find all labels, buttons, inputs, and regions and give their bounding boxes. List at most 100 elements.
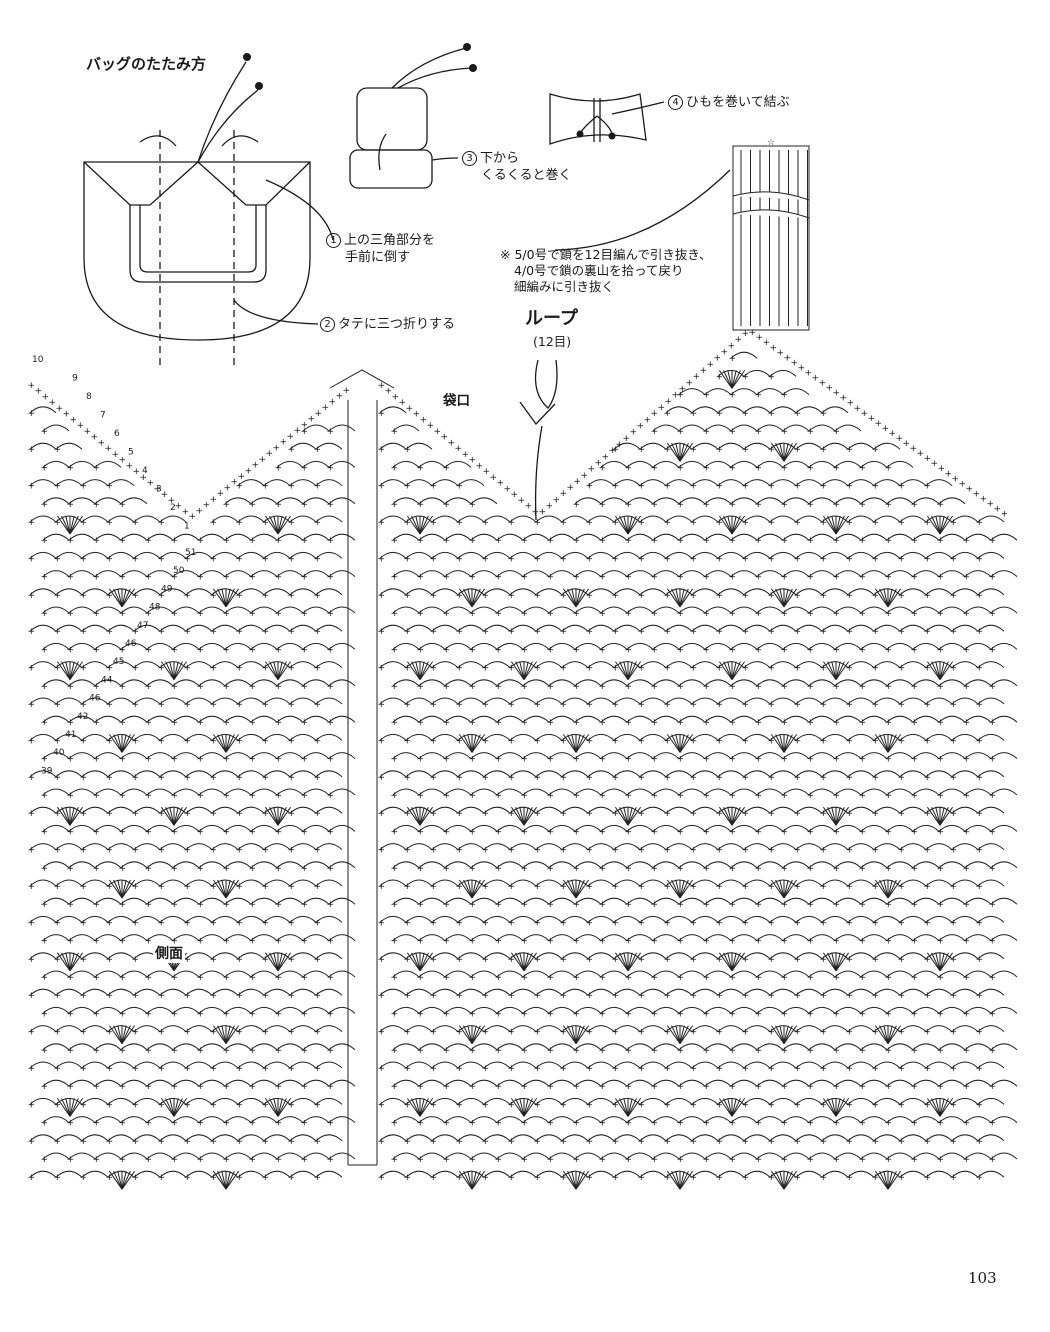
- left-panel-chain-arc: [328, 861, 356, 869]
- left-panel-sc-mark: +: [327, 900, 335, 910]
- right-panel-chain-arc: [912, 897, 940, 905]
- left-panel-chain-arc: [302, 570, 330, 577]
- right-panel-shell-stitch: [519, 661, 525, 680]
- right-panel-sc-mark: +: [885, 463, 893, 473]
- right-panel-shell-stitch: [731, 952, 741, 972]
- left-panel-sc-mark: +: [327, 536, 335, 546]
- right-panel-sc-mark: +: [963, 937, 971, 947]
- right-panel-sc-mark: +: [794, 1100, 802, 1110]
- right-panel-chain-arc: [431, 697, 459, 705]
- right-panel-sc-mark: +: [768, 955, 776, 965]
- left-panel-chain-arc: [94, 497, 122, 505]
- left-panel-chain-arc: [42, 533, 70, 541]
- right-panel-chain-arc: [717, 551, 745, 559]
- left-panel-sc-mark: +: [275, 973, 283, 983]
- right-panel-shell-stitch: [627, 515, 637, 535]
- left-panel-sc-mark: +: [223, 1046, 231, 1056]
- left-panel-chain-arc: [289, 733, 317, 741]
- right-panel-chain-arc: [899, 1025, 927, 1032]
- left-panel-chain-arc: [198, 679, 226, 687]
- right-panel-sc-mark: +: [937, 1155, 945, 1165]
- right-panel-sc-mark: +: [924, 554, 932, 564]
- right-panel-chain-arc: [574, 1152, 602, 1160]
- right-panel-chain-arc: [873, 843, 901, 850]
- right-panel-chain-arc: [912, 788, 940, 796]
- left-panel-shell-stitch: [61, 952, 71, 972]
- right-panel-chain-arc: [730, 970, 758, 978]
- right-panel-sc-mark: +: [664, 1100, 672, 1110]
- right-panel-sc-mark: +: [521, 864, 529, 874]
- left-panel-sc-mark: +: [132, 736, 140, 746]
- left-panel-sc-mark: +: [301, 500, 309, 510]
- right-panel-chain-arc: [717, 697, 745, 705]
- right-panel-chain-arc: [977, 879, 1005, 887]
- right-panel-chain-arc: [574, 679, 602, 687]
- right-panel-chain-arc: [678, 497, 706, 505]
- right-panel-edge-sc: +: [959, 479, 967, 489]
- right-panel-sc-mark: +: [963, 900, 971, 910]
- left-panel-sc-mark: +: [171, 682, 179, 692]
- left-panel-sc-mark: +: [262, 918, 270, 928]
- right-panel-chain-arc: [470, 824, 498, 832]
- right-panel-chain-arc: [704, 934, 732, 941]
- right-panel-chain-arc: [379, 479, 407, 486]
- right-panel-shell-stitch: [471, 1025, 486, 1044]
- right-panel-sc-mark: +: [404, 918, 412, 928]
- left-panel-shell-stitch: [225, 1170, 240, 1190]
- right-panel-sc-mark: +: [534, 591, 542, 601]
- left-panel-sc-mark: +: [275, 864, 283, 874]
- right-panel-shell-stitch: [614, 661, 629, 680]
- left-panel-chain-arc: [198, 1006, 226, 1014]
- right-panel-shell-stitch: [419, 1098, 434, 1117]
- left-panel-sc-mark: +: [249, 682, 257, 692]
- right-panel-chain-arc: [847, 661, 875, 668]
- right-panel-edge-sc: +: [672, 391, 680, 401]
- left-panel-shell-stitch: [173, 1098, 183, 1117]
- right-panel-chain-arc: [613, 843, 641, 850]
- right-panel-sc-mark: +: [742, 700, 750, 710]
- left-panel-shell-stitch: [61, 1098, 71, 1117]
- right-panel-chain-arc: [639, 806, 667, 814]
- loop-shape: [534, 359, 558, 409]
- right-panel-chain-arc: [782, 861, 810, 869]
- right-panel-chain-arc: [496, 861, 524, 869]
- right-panel-sc-mark: +: [443, 573, 451, 583]
- right-panel-chain-arc: [925, 1170, 953, 1178]
- left-panel-sc-mark: +: [158, 554, 166, 564]
- left-panel-chain-arc: [237, 1025, 265, 1032]
- left-panel-chain-arc: [159, 551, 187, 559]
- right-panel-sc-mark: +: [495, 645, 503, 655]
- right-panel-sc-mark: +: [781, 427, 789, 437]
- right-panel-shell-stitch: [779, 1025, 785, 1044]
- left-panel-sc-mark: +: [106, 518, 114, 528]
- left-panel-chain-arc: [315, 1061, 343, 1069]
- left-panel-shell-stitch: [273, 515, 279, 535]
- bag-handle-outer: [129, 205, 267, 283]
- left-panel-chain-arc: [81, 1061, 109, 1069]
- left-panel-sc-mark: +: [28, 809, 36, 819]
- left-panel-sc-mark: +: [262, 809, 270, 819]
- right-panel-chain-arc: [782, 1152, 810, 1160]
- right-panel-chain-arc: [730, 388, 758, 395]
- left-panel-sc-mark: +: [197, 1155, 205, 1165]
- right-panel-sc-mark: +: [456, 1064, 464, 1074]
- left-panel-shell-stitch: [169, 661, 175, 680]
- right-panel-sc-mark: +: [872, 991, 880, 1001]
- right-panel-sc-mark: +: [820, 955, 828, 965]
- left-panel-chain-arc: [250, 970, 278, 978]
- left-panel-sc-mark: +: [54, 591, 62, 601]
- right-panel-chain-arc: [704, 1079, 732, 1087]
- right-panel-shell-stitch: [775, 1025, 785, 1044]
- right-panel-shell-stitch: [458, 734, 473, 753]
- right-panel-sc-mark: +: [963, 864, 971, 874]
- right-panel-sc-mark: +: [651, 573, 659, 583]
- right-panel-chain-arc: [873, 1134, 901, 1142]
- right-panel-chain-arc: [808, 1043, 836, 1051]
- left-panel-chain-arc: [250, 824, 278, 832]
- right-panel-sc-mark: +: [625, 682, 633, 692]
- left-panel-chain-arc: [302, 606, 330, 614]
- right-panel-chain-arc: [405, 697, 433, 705]
- right-panel-chain-arc: [652, 970, 680, 978]
- left-panel-shell-stitch: [69, 515, 79, 535]
- right-panel-sc-mark: +: [807, 573, 815, 583]
